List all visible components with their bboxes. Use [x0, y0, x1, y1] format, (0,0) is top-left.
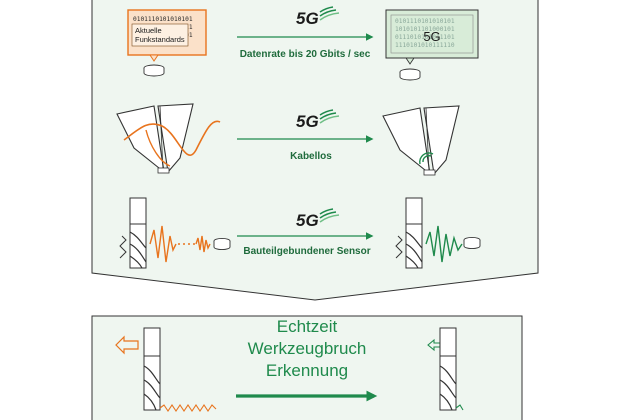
row-2-old-tool — [116, 103, 221, 174]
row-3-label: Bauteilgebundener Sensor — [243, 246, 370, 257]
row-3-badge: 5G — [296, 208, 340, 230]
new-bits-line-1: 0101110101010101 — [395, 18, 455, 25]
row-2-badge: 5G — [296, 109, 340, 131]
old-standard-title-2: Funkstandards — [135, 35, 185, 44]
row-2-label: Kabellos — [290, 151, 332, 162]
five-g-badge-2: 5G — [296, 112, 319, 131]
row-3-new-cutter — [395, 197, 481, 269]
result-line-1: Echtzeit — [277, 317, 338, 336]
old-standard-title-1: Aktuelle — [135, 26, 162, 35]
bottom-old-cutter — [115, 327, 217, 412]
new-bits-line-2: 1010101101000101 — [395, 26, 455, 33]
new-screen-label: 5G — [423, 29, 440, 44]
result-line-3: Erkennung — [266, 361, 348, 380]
bottom-new-cutter — [427, 327, 464, 411]
row-1-badge: 5G — [296, 6, 340, 28]
five-g-badge-1: 5G — [296, 9, 319, 28]
top-panel — [91, 0, 539, 301]
row-1-old-module: 0101110101010101 0101110110101011 011101… — [127, 9, 207, 77]
row-1-label: Datenrate bis 20 Gbits / sec — [240, 49, 371, 60]
row-3-old-cutter — [119, 197, 231, 269]
result-line-2: Werkzeugbruch — [248, 339, 367, 358]
row-1-new-module: 0101110101010101 1010101101000101 011101… — [385, 9, 479, 81]
new-bits-line-4: 1110101010111110 — [395, 42, 455, 49]
row-2-new-tool — [382, 105, 460, 176]
wireless-signal-icon — [422, 154, 432, 163]
old-bits-line-1: 0101110101010101 — [133, 16, 193, 23]
five-g-badge-3: 5G — [296, 211, 319, 230]
new-bits-line-3: 0111010101011101 — [395, 34, 455, 41]
